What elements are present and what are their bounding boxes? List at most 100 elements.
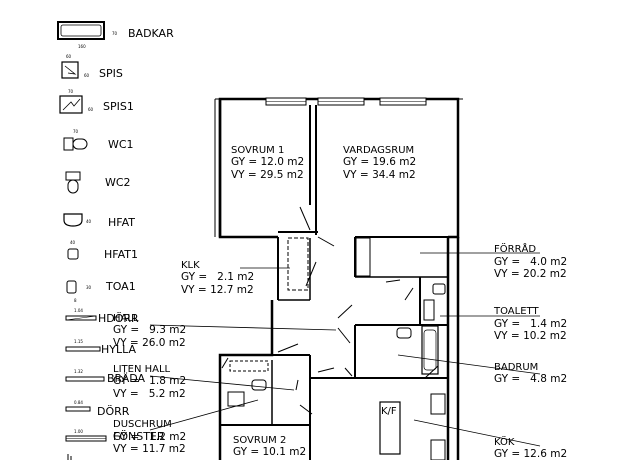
legend-label-badkar: BADKAR <box>128 27 174 40</box>
board-icon <box>65 376 105 382</box>
legend-dim-hylla-top: 1.15 <box>74 339 83 344</box>
room-label-sovrum1: SOVRUM 1 GY = 12.0 m2 VY = 29.5 m2 <box>231 145 304 181</box>
kitchen-stove-icon <box>430 393 446 460</box>
room-gy-sovrum2: GY = 10.1 m2 <box>233 446 306 458</box>
room-name-vardagsrum: VARDAGSRUM <box>343 145 414 156</box>
room-gy-duschrum: GY = 1.2 m2 <box>113 431 186 443</box>
legend-label-brada: BRÄDA <box>107 372 146 385</box>
fixtures: K/F <box>227 237 446 460</box>
legend-dim-spis1-top: 70 <box>68 89 74 94</box>
room-vy-vardagsrum: VY = 34.4 m2 <box>343 169 416 181</box>
room-vy-forrad: VY = 20.2 m2 <box>494 268 567 280</box>
legend-item-brada: 1.32 BRÄDA <box>65 369 146 385</box>
legend-item-hylla: 1.15 HYLLA <box>65 339 137 356</box>
room-name-sovrum1: SOVRUM 1 <box>231 145 284 156</box>
room-name-forrad: FÖRRÅD <box>494 242 536 255</box>
interior-walls <box>220 105 448 460</box>
legend-label-wc1: WC1 <box>108 138 134 151</box>
room-name-litenhall: LITEN HALL <box>113 364 171 375</box>
legend-item-dorr: 0.84 DÖRR <box>65 400 130 418</box>
legend-partial-symbol <box>67 454 72 460</box>
room-gy-kok: GY = 12.6 m2 <box>494 448 567 460</box>
toilet-small-icon <box>66 280 77 294</box>
room-vy-hall: VY = 26.0 m2 <box>113 337 186 349</box>
fridge-icon: K/F <box>379 401 401 455</box>
legend-dim-toa1-below: 8 <box>74 298 77 303</box>
legend-dim-fonster-top: 1.00 <box>74 429 83 434</box>
room-name-hall: HALL <box>113 313 139 324</box>
legend-dim-badkar-right: 70 <box>112 31 118 36</box>
legend-label-wc2: WC2 <box>105 176 131 189</box>
legend-label-spis: SPIS <box>99 67 123 80</box>
legend-item-badkar: 70 160 BADKAR <box>57 21 174 49</box>
legend-dim-hfat-right: 40 <box>86 219 92 224</box>
legend-label-hylla: HYLLA <box>101 343 137 356</box>
legend-item-hfat: 40 HFAT <box>63 213 135 229</box>
door-icon <box>65 406 91 412</box>
room-label-klk: KLK GY = 2.1 m2 VY = 12.7 m2 <box>181 260 254 296</box>
room-label-sovrum2: SOVRUM 2 GY = 10.1 m2 <box>233 435 306 458</box>
legend-item-toa1: 30 8 TOA1 <box>66 280 136 303</box>
room-label-toalett: TOALETT GY = 1.4 m2 VY = 10.2 m2 <box>493 306 567 342</box>
room-gy-toalett: GY = 1.4 m2 <box>494 318 567 330</box>
room-gy-litenhall: GY = 1.8 m2 <box>113 375 186 387</box>
legend-dim-toa1-right: 30 <box>86 285 92 290</box>
leader-lines <box>149 252 541 447</box>
room-label-forrad: FÖRRÅD GY = 4.0 m2 VY = 20.2 m2 <box>494 242 567 280</box>
room-name-kok: KÖK <box>494 435 515 448</box>
half-door-icon <box>65 315 97 321</box>
bathtub-icon <box>57 21 105 40</box>
room-gy-forrad: GY = 4.0 m2 <box>494 256 567 268</box>
room-name-badrum: BADRUM <box>494 362 538 373</box>
room-label-kok: KÖK GY = 12.6 m2 <box>494 435 567 460</box>
room-gy-vardagsrum: GY = 19.6 m2 <box>343 156 416 168</box>
legend: 70 160 BADKAR 60 60 SPIS 70 60 SPIS1 <box>57 21 174 460</box>
legend-label-dorr: DÖRR <box>97 405 130 418</box>
legend-item-spis1: 70 60 SPIS1 <box>59 89 134 114</box>
bathtub-fixture-icon <box>421 325 439 375</box>
legend-item-fonster: 1.00 FÖNSTER <box>65 429 165 443</box>
legend-item-hfat1: 40 HFAT1 <box>67 240 138 261</box>
room-gy-klk: GY = 2.1 m2 <box>181 271 254 283</box>
room-label-duschrum: DUSCHRUM GY = 1.2 m2 VY = 11.7 m2 <box>113 419 186 455</box>
legend-dim-wc1-top: 70 <box>73 129 79 134</box>
fridge-label: K/F <box>381 406 397 417</box>
apartment-plan: K/F SOVRUM 1 GY = 12.0 m2 VY = 29.5 m2 <box>113 97 567 460</box>
legend-label-spis1: SPIS1 <box>103 100 134 113</box>
windows <box>265 97 427 106</box>
toilet-fixture-icon <box>423 283 446 321</box>
legend-item-wc2: WC2 <box>65 171 131 194</box>
legend-item-spis: 60 60 SPIS <box>61 54 123 80</box>
legend-dim-spis-top: 60 <box>66 54 72 59</box>
legend-dim-brada-top: 1.32 <box>74 369 83 374</box>
room-vy-sovrum1: VY = 29.5 m2 <box>231 169 304 181</box>
legend-label-hfat1: HFAT1 <box>104 248 138 261</box>
window-icon <box>65 435 107 442</box>
legend-label-toa1: TOA1 <box>105 280 136 293</box>
room-label-hall: HALL GY = 9.3 m2 VY = 26.0 m2 <box>113 313 186 349</box>
legend-dim-badkar-below: 160 <box>78 44 86 49</box>
legend-dim-dorr-top: 0.84 <box>74 400 83 405</box>
washbasin-fixture-icon <box>396 327 412 339</box>
room-gy-sovrum1: GY = 12.0 m2 <box>231 156 304 168</box>
room-vy-duschrum: VY = 11.7 m2 <box>113 443 186 455</box>
room-label-litenhall: LITEN HALL GY = 1.8 m2 VY = 5.2 m2 <box>113 364 186 400</box>
shelf-icon <box>65 346 101 352</box>
legend-dim-spis-right: 60 <box>84 73 90 78</box>
room-name-duschrum: DUSCHRUM <box>113 419 172 430</box>
stove-alt-icon <box>59 95 83 114</box>
legend-item-wc1: 70 WC1 <box>63 129 134 151</box>
legend-label-fonster: FÖNSTER <box>113 430 165 443</box>
room-vy-toalett: VY = 10.2 m2 <box>494 330 567 342</box>
room-vy-litenhall: VY = 5.2 m2 <box>113 388 186 400</box>
room-name-klk: KLK <box>181 260 200 271</box>
legend-label-hfat: HFAT <box>108 216 135 229</box>
room-name-sovrum2: SOVRUM 2 <box>233 435 286 446</box>
legend-dim-hdorr-top: 1.04 <box>74 308 83 313</box>
washbasin-icon <box>63 213 83 227</box>
room-vy-klk: VY = 12.7 m2 <box>181 284 254 296</box>
legend-item-hdorr: 1.04 HDÖRR <box>65 308 139 325</box>
toilet-icon <box>63 137 88 151</box>
room-gy-badrum: GY = 4.8 m2 <box>494 373 567 385</box>
